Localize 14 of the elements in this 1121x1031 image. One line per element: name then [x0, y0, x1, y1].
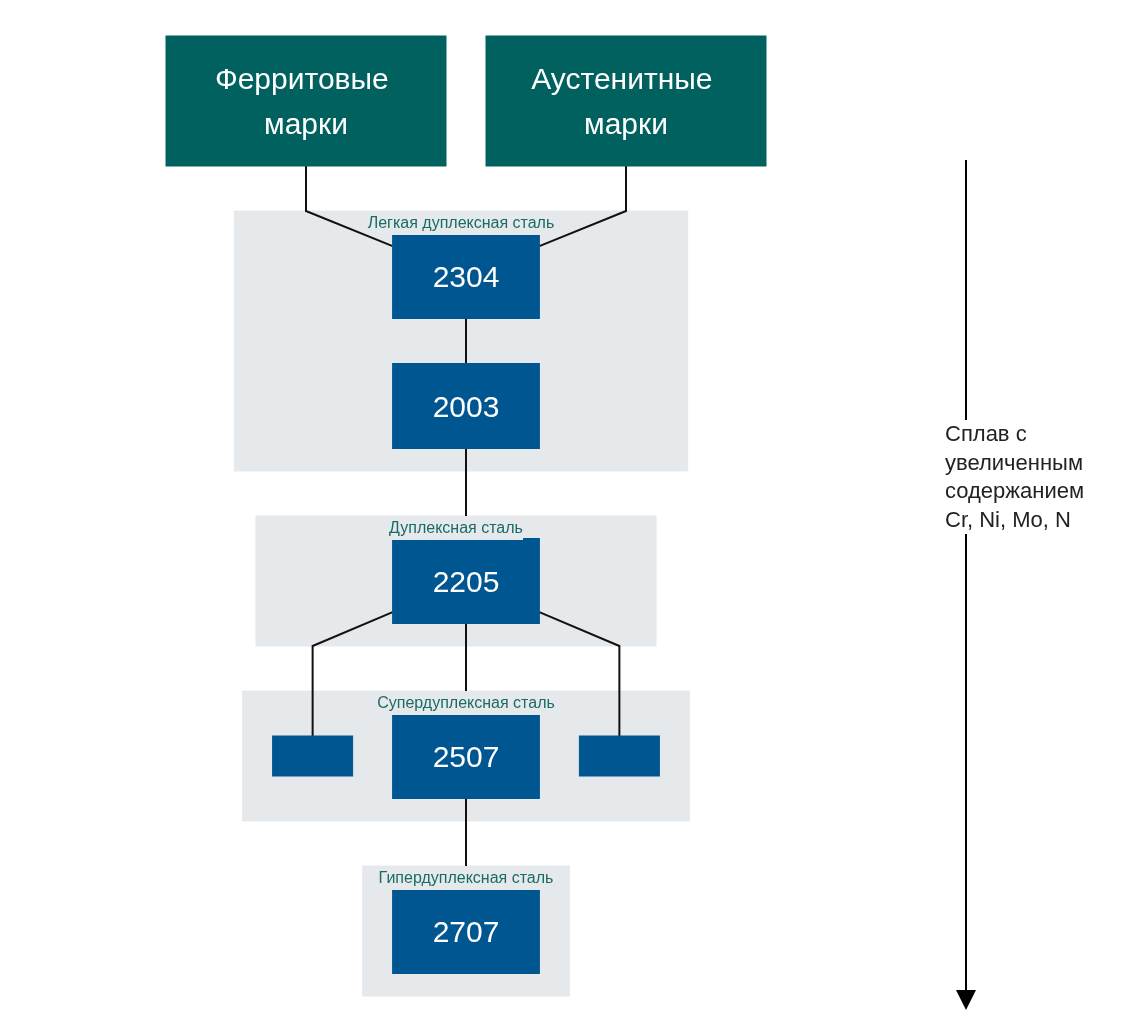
connector — [304, 164, 394, 247]
node-box: 2707 — [391, 887, 540, 974]
connector — [464, 317, 467, 364]
node-box: 2507 — [391, 712, 540, 799]
node-box — [271, 735, 353, 776]
connector — [537, 164, 627, 247]
node-box: 2003 — [391, 362, 540, 449]
node-box — [578, 735, 660, 776]
connector — [311, 610, 394, 737]
node-box: Аустенитные марки — [485, 35, 766, 166]
node-box: 2304 — [391, 232, 540, 319]
node-box: 2205 — [391, 537, 540, 624]
connector — [537, 610, 620, 737]
node-box: Ферритовые марки — [165, 35, 446, 166]
